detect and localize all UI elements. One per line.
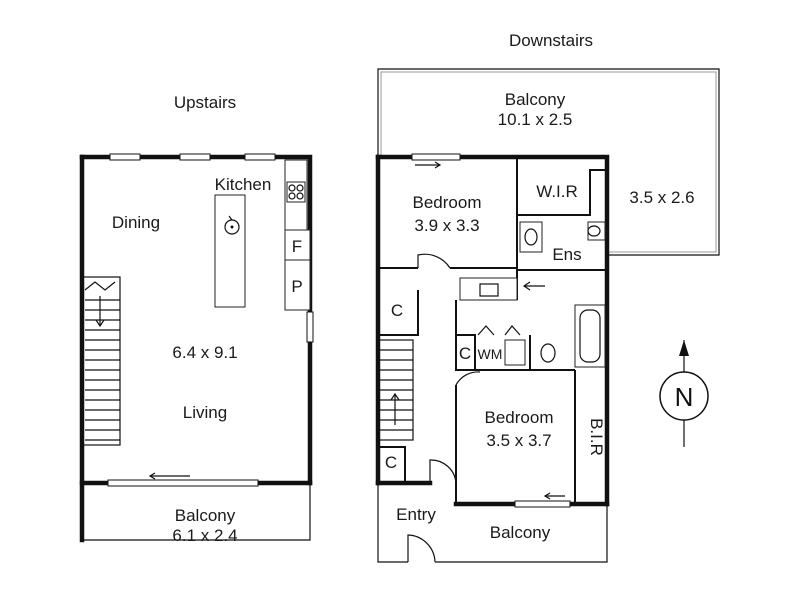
dining-label: Dining — [112, 213, 160, 232]
north-compass-icon: N — [659, 340, 709, 447]
hall-vanity — [459, 277, 518, 301]
bedroom1-door — [417, 253, 451, 269]
closet3-label: C — [385, 453, 397, 472]
kitchen-island — [214, 194, 246, 308]
pantry-label: P — [291, 277, 302, 296]
bir-label: B.I.R — [587, 418, 606, 456]
pantry — [284, 259, 311, 311]
upstairs-balcony-label: Balcony — [175, 506, 236, 525]
ensuite-vanity — [519, 221, 543, 253]
upstairs-east-window — [306, 311, 314, 343]
fridge-label: F — [292, 237, 302, 256]
ensuite-label: Ens — [552, 245, 581, 264]
bottom-balcony-outline — [435, 504, 608, 563]
closet1-label: C — [391, 301, 403, 320]
top-balcony-label: Balcony — [505, 90, 566, 109]
wir-label: W.I.R — [536, 182, 578, 201]
living-dining-dimensions: 6.4 x 9.1 — [172, 343, 237, 362]
closet1-walls — [378, 290, 419, 336]
wc-door-swing — [504, 325, 521, 336]
upstairs-east-wall — [79, 154, 313, 486]
entry-label: Entry — [396, 505, 436, 524]
side-balcony-dimensions: 3.5 x 2.6 — [629, 188, 694, 207]
downstairs-top-balcony-outline — [377, 68, 720, 256]
downstairs-heading: Downstairs — [509, 31, 593, 50]
upstairs-windows — [109, 153, 276, 161]
bedroom2-dimensions: 3.5 x 3.7 — [486, 431, 551, 450]
upstairs-plan — [79, 153, 314, 543]
upstairs-staircase — [81, 276, 121, 446]
upstairs-heading: Upstairs — [174, 93, 236, 112]
fridge-space — [284, 229, 311, 261]
cooktop-icon — [286, 181, 306, 203]
bedroom2-sliding-door — [514, 492, 571, 508]
downstairs-staircase — [377, 339, 414, 441]
laundry-tub — [504, 339, 526, 366]
closet2-walls — [456, 334, 476, 370]
laundry-walls — [455, 300, 575, 371]
living-label: Living — [183, 403, 227, 422]
wir-walls — [517, 169, 607, 216]
ensuite-toilet — [587, 221, 606, 241]
entry-front-door — [407, 534, 436, 563]
laundry-label: WM — [478, 346, 503, 362]
upstairs-balcony-dimensions: 6.1 x 2.4 — [172, 526, 237, 545]
downstairs-plan — [375, 68, 720, 563]
entry-outline — [377, 483, 408, 563]
sink-icon — [224, 215, 240, 235]
closet2-label: C — [459, 344, 471, 363]
closet3-walls — [378, 446, 406, 483]
bedroom2-door — [455, 371, 481, 386]
entry-interior-door — [429, 459, 457, 484]
wc-toilet-icon — [540, 343, 556, 363]
ensuite-basin-icon — [524, 228, 538, 246]
bathtub-basin-icon — [579, 309, 601, 363]
upstairs-balcony-outline — [82, 483, 311, 541]
compass-letter: N — [675, 382, 694, 412]
bedroom2-label: Bedroom — [485, 408, 554, 427]
hall-basin-icon — [479, 283, 499, 297]
bedroom1-sliding-door — [411, 153, 461, 169]
ensuite-toilet-icon — [587, 225, 601, 237]
bottom-balcony-label: Balcony — [490, 523, 551, 542]
upstairs-sliding-door — [107, 472, 259, 487]
bedroom1-dimensions: 3.9 x 3.3 — [414, 216, 479, 235]
kitchen-label: Kitchen — [215, 175, 272, 194]
laundry-door-swing — [477, 325, 495, 336]
bedroom1-label: Bedroom — [413, 193, 482, 212]
top-balcony-dimensions: 10.1 x 2.5 — [498, 110, 573, 129]
